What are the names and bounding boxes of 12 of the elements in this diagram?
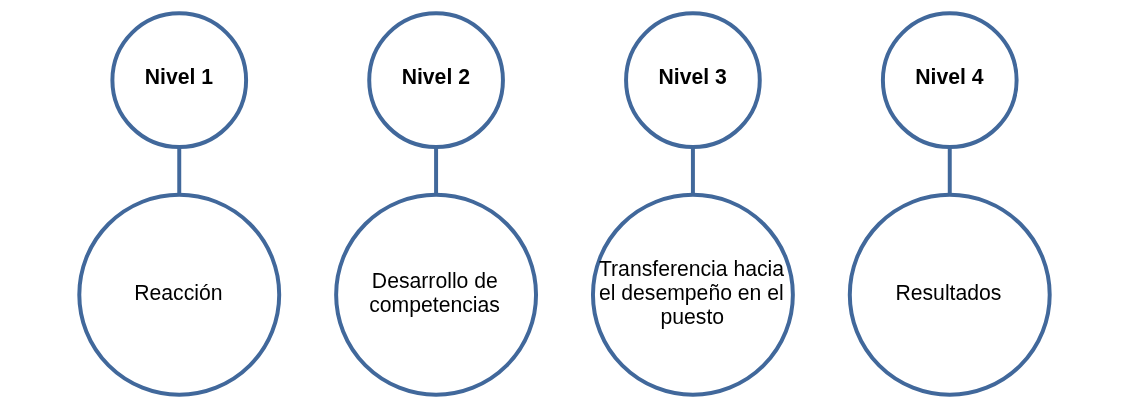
node-circle: Transferencia hacia el desempeño en el puesto	[590, 192, 795, 397]
connector	[433, 147, 438, 195]
connector	[947, 147, 952, 195]
node-circle: Nivel 4	[880, 11, 1019, 150]
node-circle: Nivel 2	[366, 11, 505, 150]
node-circle: Nivel 3	[623, 11, 762, 150]
connector	[176, 147, 181, 195]
node-circle: Desarrollo de competencias	[333, 192, 538, 397]
node-circle: Nivel 1	[109, 11, 248, 150]
node-circle: Reacción	[76, 192, 281, 397]
connector	[690, 147, 695, 195]
node-circle: Resultados	[847, 192, 1052, 397]
